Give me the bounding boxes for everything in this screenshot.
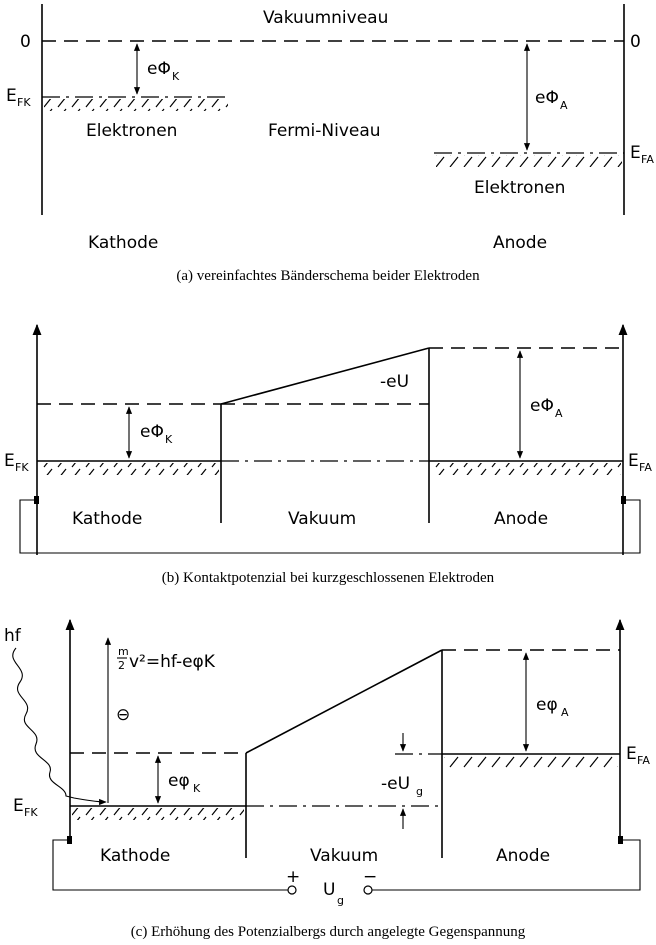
efk-sub: FK xyxy=(24,806,38,819)
fermi-level-label: Fermi-Niveau xyxy=(268,121,381,141)
phi-a-sub: A xyxy=(560,99,568,112)
panel-c: hf m 2 v²=hf-eφK ⊖ E FK E FA eφ K eφ A xyxy=(4,618,650,940)
cathode-hatch xyxy=(72,808,244,820)
zero-right-label: 0 xyxy=(630,32,641,52)
panel-b: -eU E FK E FA eΦ K eΦ A Kathode Vakuum A… xyxy=(4,323,652,586)
efa-sub: FA xyxy=(639,461,652,474)
efk-label: E xyxy=(13,796,24,816)
cathode-label: Kathode xyxy=(88,233,158,253)
short-circuit-wire xyxy=(19,499,641,554)
anode-hatch xyxy=(436,155,622,167)
phi-k-sub: K xyxy=(165,433,173,446)
phi-k-sub: K xyxy=(193,782,201,795)
minus-eug-sub: g xyxy=(416,785,423,798)
hf-label: hf xyxy=(4,626,22,646)
potential-barrier-slope xyxy=(245,649,443,754)
minus-terminal xyxy=(363,885,373,895)
efk-sub: FK xyxy=(17,96,31,109)
cathode-contact xyxy=(67,836,72,844)
anode-contact xyxy=(621,496,626,504)
plus-terminal xyxy=(287,885,297,895)
cathode-hatch xyxy=(39,463,219,475)
phi-k-label: eφ xyxy=(168,771,190,791)
panel-a: Vakuumniveau 0 0 E FK eΦ K Elektronen Fe… xyxy=(6,4,654,284)
efa-label: E xyxy=(628,451,639,471)
phi-k-label: eΦ xyxy=(147,59,171,79)
efa-label: E xyxy=(626,744,637,764)
efa-label: E xyxy=(630,143,641,163)
caption-a: (a) vereinfachtes Bänderschema beider El… xyxy=(176,268,480,284)
minus-eug-label: -eU xyxy=(381,774,410,794)
caption-b: (b) Kontaktpotenzial bei kurzgeschlossen… xyxy=(162,570,495,586)
cathode-contact xyxy=(34,496,39,504)
efk-sub: FK xyxy=(15,461,29,474)
photon-wave xyxy=(12,647,107,806)
electrons-right-label: Elektronen xyxy=(474,178,565,198)
efa-sub: FA xyxy=(641,153,654,166)
kinetic-energy-label: v²=hf-eφK xyxy=(129,652,216,672)
contact-potential-slope xyxy=(220,347,430,405)
kinetic-m: m xyxy=(118,645,129,658)
efk-label: E xyxy=(6,86,17,106)
vacuum-label: Vakuum xyxy=(288,509,356,529)
phi-a-sub: A xyxy=(561,706,569,719)
anode-contact xyxy=(618,836,623,844)
phi-a-sub: A xyxy=(555,407,563,420)
ug-label: U xyxy=(323,880,335,900)
cathode-label: Kathode xyxy=(100,846,170,866)
vacuum-level-label: Vakuumniveau xyxy=(263,8,388,28)
minus-eu-label: -eU xyxy=(380,372,409,392)
phi-a-label: eφ xyxy=(536,695,558,715)
phi-k-label: eΦ xyxy=(140,422,164,442)
anode-label: Anode xyxy=(493,233,547,253)
kinetic-2: 2 xyxy=(118,659,125,672)
cathode-hatch xyxy=(44,99,228,111)
vacuum-label: Vakuum xyxy=(310,846,378,866)
anode-label: Anode xyxy=(496,846,550,866)
anode-wire xyxy=(372,839,641,891)
electron-symbol: ⊖ xyxy=(116,705,130,725)
phi-a-label: eΦ xyxy=(530,396,554,416)
efa-sub: FA xyxy=(637,754,650,767)
minus-sign: − xyxy=(363,867,377,887)
anode-hatch xyxy=(431,463,621,475)
phi-k-sub: K xyxy=(172,70,180,83)
anode-hatch xyxy=(444,756,618,768)
electrons-left-label: Elektronen xyxy=(86,121,177,141)
phi-a-label: eΦ xyxy=(535,88,559,108)
anode-label: Anode xyxy=(494,509,548,529)
ug-sub: g xyxy=(337,894,344,907)
cathode-wire xyxy=(52,839,288,891)
zero-left-label: 0 xyxy=(20,32,31,52)
plus-sign: + xyxy=(286,867,300,887)
caption-c: (c) Erhöhung des Potenzialbergs durch an… xyxy=(131,924,526,940)
efk-label: E xyxy=(4,451,15,471)
cathode-label: Kathode xyxy=(72,509,142,529)
